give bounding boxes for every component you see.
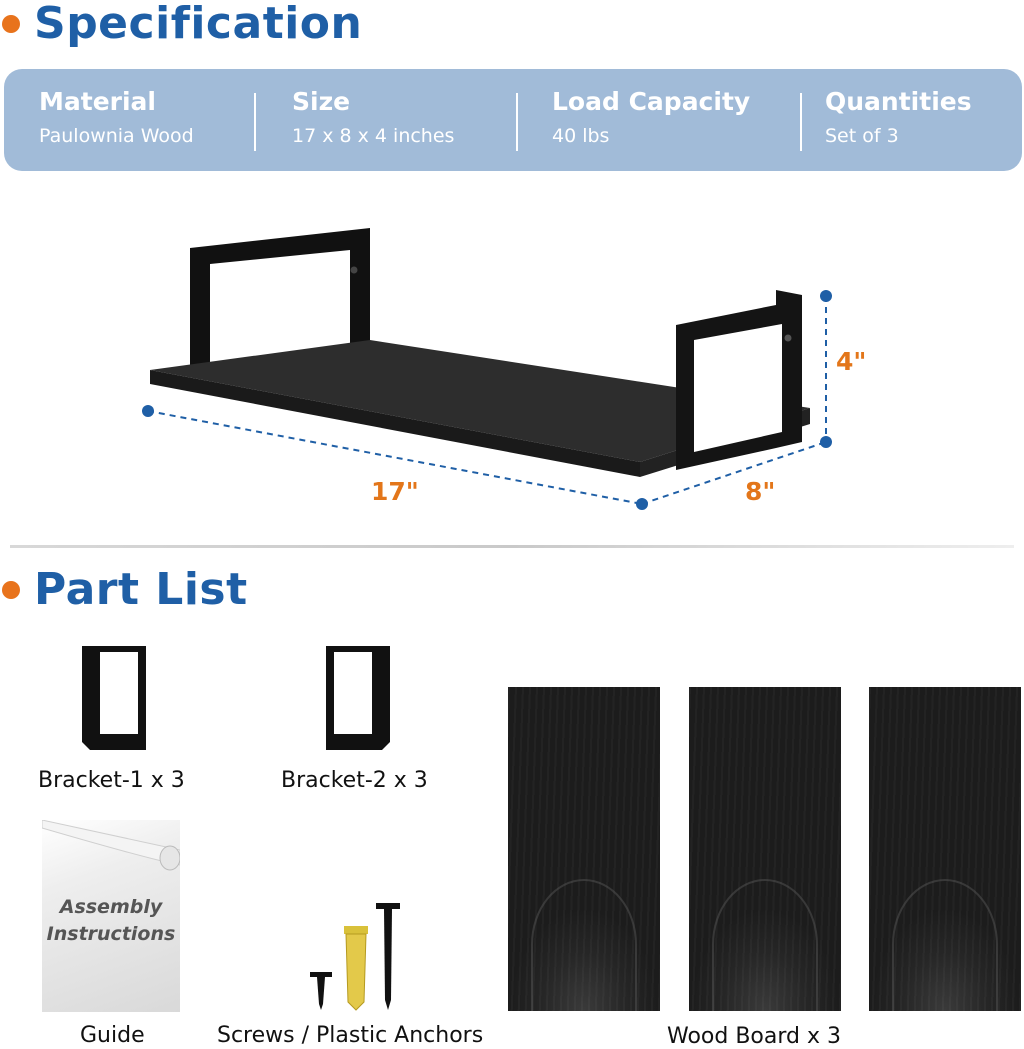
spec-label: Size [292, 87, 351, 116]
wood-board-image [508, 687, 660, 1011]
spec-divider [800, 93, 802, 151]
spec-label: Material [39, 87, 156, 116]
spec-material: Material Paulownia Wood [39, 87, 194, 147]
dimension-endpoints [142, 290, 832, 510]
spec-value: 40 lbs [552, 125, 610, 147]
spec-bar: Material Paulownia Wood Size 17 x 8 x 4 … [4, 69, 1022, 171]
plastic-anchor-icon [344, 926, 368, 1011]
spec-label: Load Capacity [552, 87, 751, 116]
specification-heading: Specification [2, 0, 362, 49]
long-screw-icon [376, 903, 400, 1010]
shelf-bracket-right [676, 290, 802, 470]
height-label: 4" [836, 347, 866, 376]
part-list-title: Part List [34, 564, 248, 615]
dimension-lines [147, 296, 827, 505]
wood-board-image [869, 687, 1021, 1011]
depth-label: 8" [745, 477, 775, 506]
screws-label: Screws / Plastic Anchors [217, 1023, 484, 1048]
bracket-1-image [82, 646, 146, 750]
small-screw-icon [310, 972, 332, 1010]
specification-title: Specification [34, 0, 363, 49]
spec-divider [254, 93, 256, 151]
screws-anchors-image [310, 903, 400, 1011]
bracket-2-image [326, 646, 390, 750]
wood-board-image [689, 687, 841, 1011]
guide-cover-text: Assembly Instructions [42, 894, 180, 948]
section-divider [10, 545, 1014, 548]
spec-load-capacity: Load Capacity 40 lbs [552, 87, 750, 147]
wood-board-label: Wood Board x 3 [667, 1024, 842, 1049]
bullet-dot-icon [2, 14, 20, 33]
bullet-dot-icon [2, 580, 20, 599]
assembly-guide-image: Assembly Instructions [42, 820, 180, 1012]
spec-value: Set of 3 [825, 125, 899, 147]
guide-cover-line: Assembly [59, 896, 163, 918]
bracket-2-label: Bracket-2 x 3 [281, 768, 428, 793]
bracket-1-label: Bracket-1 x 3 [38, 768, 185, 793]
spec-size: Size 17 x 8 x 4 inches [292, 87, 454, 147]
shelf-dimension-diagram: 17" 8" 4" [142, 228, 866, 510]
spec-value: 17 x 8 x 4 inches [292, 125, 455, 147]
shelf-bracket-left [190, 228, 370, 372]
part-list-heading: Part List [2, 564, 248, 615]
spec-value: Paulownia Wood [39, 125, 194, 147]
length-label: 17" [371, 477, 419, 506]
page-curl-icon [42, 820, 180, 871]
guide-cover-line: Instructions [46, 923, 176, 945]
spec-quantities: Quantities Set of 3 [825, 87, 972, 147]
spec-label: Quantities [825, 87, 972, 116]
spec-divider [516, 93, 518, 151]
guide-label: Guide [80, 1023, 145, 1048]
